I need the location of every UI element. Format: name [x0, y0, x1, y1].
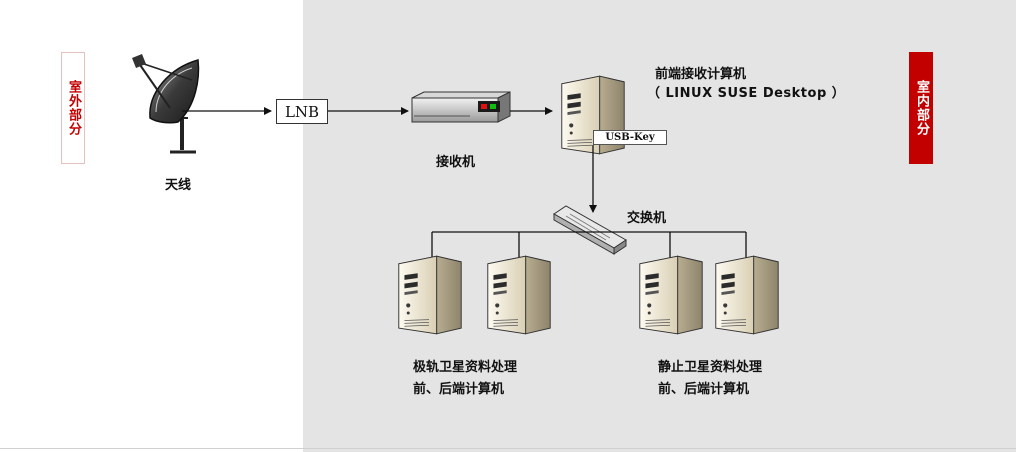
receiver-icon — [411, 91, 511, 123]
polar-processing-label-line1: 极轨卫星资料处理 — [413, 360, 518, 375]
front-computer-label: 前端接收计算机 — [655, 67, 747, 82]
polar-server-1-icon — [398, 255, 462, 335]
indoor-zone-label: 室内部分 — [909, 52, 933, 164]
polar-processing-label-line2: 前、后端计算机 — [413, 382, 505, 397]
bottom-divider — [0, 448, 1016, 449]
geo-processing-label-line1: 静止卫星资料处理 — [658, 360, 763, 375]
geo-processing-label-line2: 前、后端计算机 — [658, 382, 750, 397]
geo-server-2-icon — [715, 255, 779, 335]
switch-label: 交换机 — [627, 211, 667, 226]
lnb-box: LNB — [276, 99, 328, 124]
usb-key-box: USB-Key — [593, 130, 667, 145]
outdoor-zone-label: 室外部分 — [61, 52, 85, 164]
antenna-label: 天线 — [165, 178, 192, 193]
outdoor-zone — [0, 0, 303, 452]
geo-server-1-icon — [639, 255, 703, 335]
indoor-zone — [303, 0, 1016, 452]
switch-icon — [553, 205, 627, 255]
front-computer-os-label: （ LINUX SUSE Desktop ） — [647, 86, 846, 101]
antenna-dish-icon — [132, 54, 200, 154]
polar-server-2-icon — [487, 255, 551, 335]
receiver-label: 接收机 — [436, 155, 476, 170]
